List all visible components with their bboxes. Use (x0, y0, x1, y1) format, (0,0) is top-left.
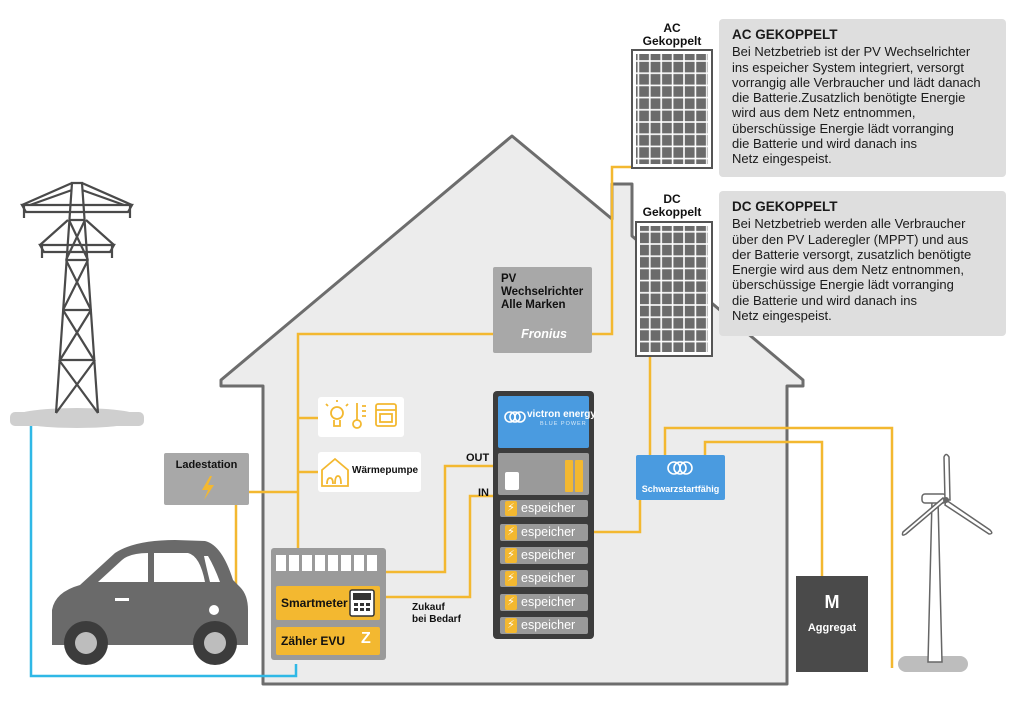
battery-lightning-icon: ⚡ (505, 525, 517, 540)
smartmeter-icon (349, 589, 375, 617)
battery-label: espeicher (521, 571, 576, 585)
inverter-display (505, 472, 519, 490)
pv-inverter-line3: Alle Marken (501, 299, 566, 311)
zukauf-label: Zukauf bei Bedarf (412, 602, 461, 625)
ac-panel-label-line2: Gekoppelt (642, 34, 702, 48)
thermometer-icon (352, 403, 366, 429)
lightbulb-icon (325, 400, 349, 427)
lightning-icon (202, 476, 214, 500)
heatpump-card (318, 452, 421, 492)
battery-module-6: ⚡ espeicher (500, 617, 588, 634)
victron-brand: victron energy (527, 409, 596, 420)
pv-inverter-label: PV Wechselrichter Alle Marken (501, 273, 583, 312)
ac-info-body: Bei Netzbetrieb ist der PV Wechselrichte… (732, 44, 981, 167)
victron-module (498, 396, 589, 448)
battery-module-3: ⚡ espeicher (500, 547, 588, 564)
smartmeter-label: Smartmeter (281, 596, 348, 610)
inverter-breaker-2 (575, 460, 583, 492)
ac-info-title: AC GEKOPPELT (732, 27, 838, 42)
ac-solar-panel (631, 49, 713, 169)
waermepumpe-label: Wärmepumpe (352, 465, 419, 476)
zaehler-panel (276, 627, 380, 655)
victron-tagline: BLUE POWER (540, 421, 587, 427)
zaehler-mark: Z (361, 630, 371, 647)
grid-cable (29, 423, 298, 678)
power-pylon (10, 181, 144, 428)
pv-inverter-box (493, 267, 592, 353)
fronius-brand: Fronius (521, 327, 567, 341)
battery-label: espeicher (521, 618, 576, 632)
victron-logo-icon (504, 411, 526, 423)
battery-lightning-icon: ⚡ (505, 548, 517, 563)
battery-label: espeicher (521, 548, 576, 562)
ladestation-label: Ladestation (175, 459, 238, 471)
oven-icon (375, 403, 397, 427)
in-label: IN (478, 487, 489, 499)
schwarzstart-label: Schwarzstartfähig (641, 484, 720, 494)
out-label: OUT (466, 452, 490, 464)
dc-panel-label: DC Gekoppelt (632, 193, 712, 219)
battery-module-1: ⚡ espeicher (500, 500, 588, 517)
ladestation-box (164, 453, 249, 505)
aggregat-mark: M (824, 592, 840, 612)
dc-coupled-info: DC GEKOPPELT Bei Netzbetrieb werden alle… (719, 191, 1006, 336)
ac-panel-label-line1: AC (663, 21, 681, 35)
ac-panel-label: AC Gekoppelt (632, 22, 712, 48)
battery-lightning-icon: ⚡ (505, 618, 517, 633)
schwarzstart-logo-icon (667, 461, 693, 475)
dc-panel-label-line1: DC (663, 192, 681, 206)
battery-module-4: ⚡ espeicher (500, 570, 588, 587)
battery-lightning-icon: ⚡ (505, 501, 517, 516)
battery-lightning-icon: ⚡ (505, 571, 517, 586)
battery-module-5: ⚡ espeicher (500, 594, 588, 611)
inverter-breaker-1 (565, 460, 573, 492)
dc-info-body: Bei Netzbetrieb werden alle Verbraucher … (732, 216, 972, 324)
aggregat-unit (796, 576, 868, 672)
battery-label: espeicher (521, 595, 576, 609)
wind-turbine (898, 453, 993, 672)
battery-module-2: ⚡ espeicher (500, 524, 588, 541)
battery-label: espeicher (521, 525, 576, 539)
zaehler-label: Zähler EVU (281, 634, 346, 648)
breaker-row (276, 555, 377, 571)
dc-info-title: DC GEKOPPELT (732, 199, 838, 214)
battery-lightning-icon: ⚡ (505, 595, 517, 610)
ac-coupled-info: AC GEKOPPELT Bei Netzbetrieb ist der PV … (719, 19, 1006, 177)
schwarzstart-unit (636, 455, 725, 500)
pv-inverter-line2: Wechselrichter (501, 286, 584, 298)
pv-inverter-line1: PV (501, 273, 517, 285)
heatpump-icon (321, 457, 349, 487)
dc-solar-panel (635, 221, 713, 357)
aggregat-label: Aggregat (807, 622, 857, 634)
electric-car (52, 540, 248, 665)
dc-panel-label-line2: Gekoppelt (642, 205, 702, 219)
battery-label: espeicher (521, 501, 576, 515)
